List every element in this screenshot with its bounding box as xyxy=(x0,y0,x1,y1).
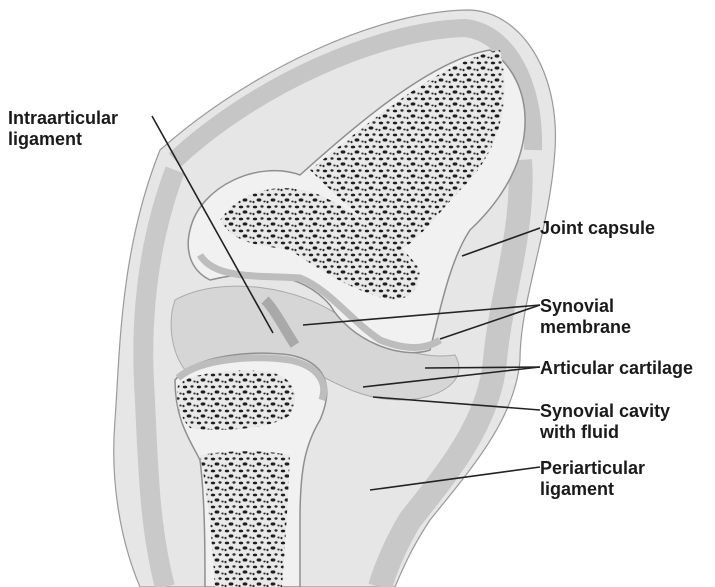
label-line: Intraarticular xyxy=(8,108,118,129)
tibia-spongy-head xyxy=(177,371,295,430)
label-line: Periarticular xyxy=(540,458,645,479)
label-periarticular-ligament: Periarticular ligament xyxy=(540,458,645,500)
label-joint-capsule: Joint capsule xyxy=(540,218,655,239)
label-line: Articular cartilage xyxy=(540,358,693,379)
label-line: Synovial xyxy=(540,296,631,317)
label-line: with fluid xyxy=(540,422,670,443)
label-articular-cartilage: Articular cartilage xyxy=(540,358,693,379)
leader-articular-cartilage-1 xyxy=(425,367,540,368)
label-synovial-cavity: Synovial cavity with fluid xyxy=(540,401,670,443)
label-line: Joint capsule xyxy=(540,218,655,239)
label-line: Synovial cavity xyxy=(540,401,670,422)
label-line: membrane xyxy=(540,317,631,338)
label-line: ligament xyxy=(540,479,645,500)
label-line: ligament xyxy=(8,129,118,150)
label-intraarticular-ligament: Intraarticular ligament xyxy=(8,108,118,150)
label-synovial-membrane: Synovial membrane xyxy=(540,296,631,338)
